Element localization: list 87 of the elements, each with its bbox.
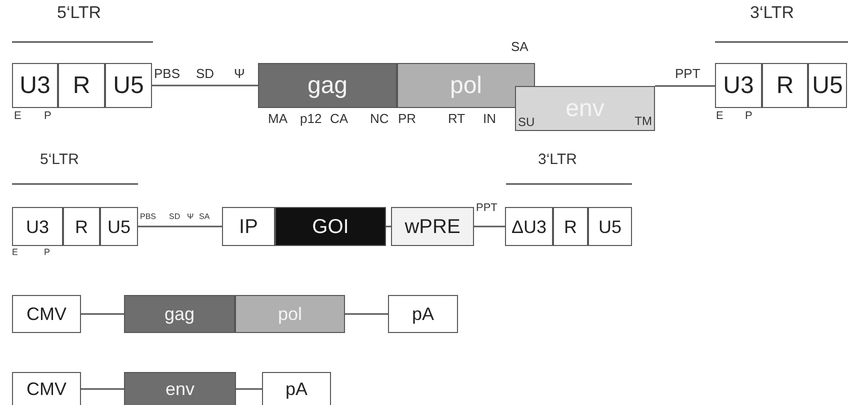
region-label: 5‘LTR xyxy=(40,152,79,167)
gene-segment-box xyxy=(124,372,236,405)
region-label: 3‘LTR xyxy=(538,152,577,167)
connector-line xyxy=(474,226,505,228)
gene-segment-box xyxy=(505,207,553,246)
connector-line xyxy=(152,84,258,86)
segment-label: wPRE xyxy=(404,216,460,236)
site-label: p12 xyxy=(300,112,322,125)
site-label: SA xyxy=(199,213,210,221)
gene-segment-box xyxy=(715,63,762,108)
site-label: E xyxy=(14,111,22,122)
segment-label: R xyxy=(564,218,577,236)
segment-label: U5 xyxy=(108,218,130,236)
subregion-label: TM xyxy=(634,115,652,127)
site-label: PR xyxy=(398,112,416,125)
site-label: E xyxy=(716,111,724,122)
gene-segment-box xyxy=(762,63,808,108)
gene-segment-box xyxy=(12,295,81,333)
gene-segment-box xyxy=(124,295,235,333)
site-label: SD xyxy=(196,67,214,80)
site-label: PBS xyxy=(154,67,180,80)
gene-segment-box xyxy=(12,372,81,405)
segment-label: U5 xyxy=(812,74,843,98)
site-label: P xyxy=(44,248,50,257)
gene-segment-box xyxy=(275,207,386,246)
site-label: NC xyxy=(370,112,389,125)
site-label: P xyxy=(745,111,752,122)
gene-segment-box xyxy=(58,63,105,108)
segment-label: ΔU3 xyxy=(511,218,547,236)
connector-line xyxy=(236,388,262,390)
connector-line xyxy=(386,226,391,228)
connector-line xyxy=(138,226,222,228)
gene-segment-box xyxy=(262,372,331,405)
site-label: P xyxy=(44,111,52,122)
segment-label: IP xyxy=(239,216,258,236)
gene-segment-box xyxy=(388,295,458,333)
segment-label: R xyxy=(75,218,88,236)
segment-label: R xyxy=(776,74,794,98)
connector-line xyxy=(81,388,124,390)
site-label: MA xyxy=(268,112,288,125)
site-label: IN xyxy=(483,112,496,125)
connector-line xyxy=(345,313,388,315)
segment-label: pA xyxy=(285,380,308,398)
gene-segment-box xyxy=(222,207,275,246)
site-label: PPT xyxy=(675,67,700,80)
site-label: RT xyxy=(448,112,466,125)
segment-label: pA xyxy=(412,305,434,323)
segment-label: gag xyxy=(164,305,195,323)
segment-label: CMV xyxy=(26,305,66,323)
segment-label: pol xyxy=(278,305,302,323)
segment-label: pol xyxy=(450,74,482,98)
connector-line xyxy=(655,85,715,87)
segment-label: U3 xyxy=(723,74,754,98)
segment-label: U3 xyxy=(20,74,50,98)
gene-segment-box xyxy=(808,63,847,108)
segment-label: env xyxy=(165,380,195,398)
gene-segment-box xyxy=(588,207,632,246)
gene-segment-box xyxy=(63,207,100,246)
gene-segment-box xyxy=(391,207,474,246)
gene-segment-box xyxy=(100,207,138,246)
gene-segment-box xyxy=(553,207,588,246)
segment-label: U5 xyxy=(113,74,144,98)
region-label: 5‘LTR xyxy=(57,4,102,21)
connector-line xyxy=(81,313,124,315)
segment-label: R xyxy=(72,74,90,98)
segment-label: gag xyxy=(307,74,348,98)
site-label: CA xyxy=(330,112,348,125)
segment-label: GOI xyxy=(312,216,349,236)
site-label: E xyxy=(12,248,18,257)
site-label: Ψ xyxy=(234,67,245,80)
segment-label: U5 xyxy=(598,218,622,236)
site-label: PPT xyxy=(476,203,498,214)
gene-segment-box xyxy=(12,207,63,246)
segment-label: U3 xyxy=(26,218,49,236)
gene-segment-box xyxy=(515,86,655,131)
gene-segment-box xyxy=(397,63,535,108)
gene-segment-box xyxy=(235,295,345,333)
site-label: Ψ xyxy=(187,213,194,221)
gene-segment-box xyxy=(12,63,58,108)
site-label: SD xyxy=(169,213,180,221)
segment-label: CMV xyxy=(26,380,66,398)
site-label: PBS xyxy=(140,213,156,221)
subregion-label: SU xyxy=(518,116,535,128)
site-label: SA xyxy=(511,40,528,53)
gene-segment-box xyxy=(105,63,152,108)
region-label: 3‘LTR xyxy=(750,4,794,21)
gene-segment-box xyxy=(258,63,397,108)
